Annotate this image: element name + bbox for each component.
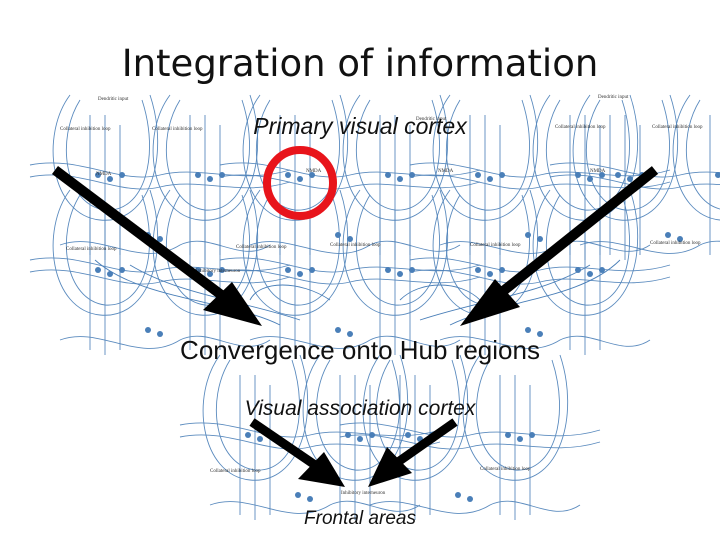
annotation-collateral-10: Collateral inhibition loop xyxy=(210,469,261,474)
arrow-left-icon xyxy=(51,166,262,326)
annotation-collateral-5: Collateral inhibition loop xyxy=(66,247,117,252)
annotation-collateral-2: Collateral inhibition loop xyxy=(152,127,203,132)
annotation-interneuron-1: Inhibitory interneuron xyxy=(196,269,241,274)
convergence-arrows xyxy=(51,166,659,487)
arrow-lower-right-icon xyxy=(368,418,458,487)
annotation-collateral-11: Collateral inhibition loop xyxy=(480,467,531,472)
label-primary-visual-cortex: Primary visual cortex xyxy=(253,113,467,139)
annotation-dendritic-input-1: Dendritic input xyxy=(98,97,129,102)
annotation-nmda-1: NMDA xyxy=(96,172,112,177)
annotation-collateral-7: Collateral inhibition loop xyxy=(330,243,381,248)
annotation-collateral-3: Collateral inhibition loop xyxy=(555,125,606,130)
annotation-dendritic-input-2: Dendritic input xyxy=(416,117,447,122)
label-visual-association-cortex: Visual association cortex xyxy=(244,397,476,420)
annotation-collateral-1: Collateral inhibition loop xyxy=(60,127,111,132)
annotation-dendritic-input-3: Dendritic input xyxy=(598,95,629,100)
annotation-interneuron-2: Inhibitory interneuron xyxy=(341,491,386,496)
annotation-nmda-3: NMDA xyxy=(438,169,454,174)
arrow-lower-left-icon xyxy=(249,418,345,487)
highlight-circle xyxy=(263,146,337,220)
circuit-row-bottom xyxy=(179,354,601,521)
annotation-collateral-8: Collateral inhibition loop xyxy=(470,243,521,248)
label-convergence-hub: Convergence onto Hub regions xyxy=(180,335,540,365)
slide-title: Integration of information xyxy=(121,42,599,85)
diagram-annotations: Dendritic input Dendritic input Dendriti… xyxy=(60,95,703,496)
connecting-fibers xyxy=(94,259,621,326)
annotation-nmda-2: NMDA xyxy=(306,169,322,174)
annotation-nmda-4: NMDA xyxy=(590,169,606,174)
annotation-collateral-4: Collateral inhibition loop xyxy=(652,125,703,130)
annotation-collateral-6: Collateral inhibition loop xyxy=(236,245,287,250)
label-frontal-areas: Frontal areas xyxy=(304,508,416,529)
annotation-collateral-9: Collateral inhibition loop xyxy=(650,241,701,246)
arrow-right-icon xyxy=(460,166,659,326)
